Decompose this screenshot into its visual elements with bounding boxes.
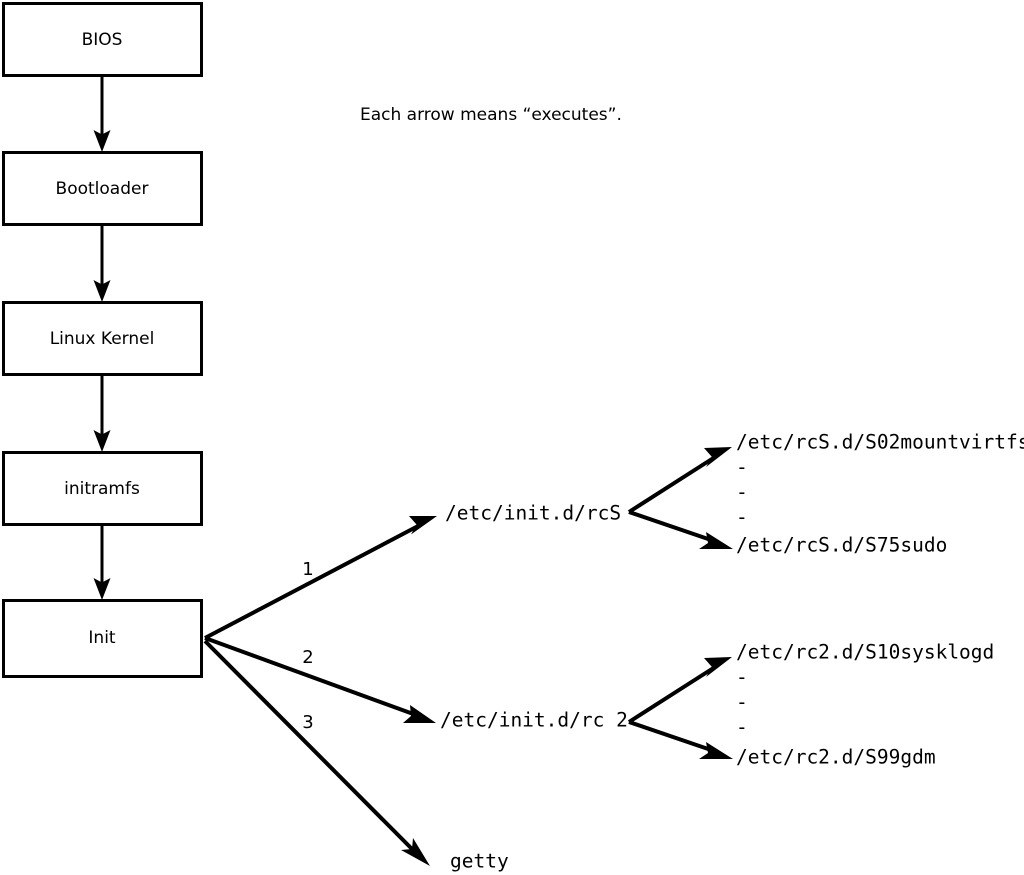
label-getty: getty — [450, 850, 509, 873]
linux-kernel-box[interactable] — [2, 301, 203, 376]
initramfs-label: initramfs — [64, 479, 140, 499]
branch-number-3: 3 — [302, 712, 313, 733]
arrow-initramfs-to-init — [93, 525, 111, 600]
arrowhead — [704, 657, 732, 677]
rcs-ellipsis-dash-1: - — [736, 456, 748, 479]
arrowhead — [401, 838, 430, 866]
initramfs-box[interactable] — [2, 451, 203, 526]
arrow-rc2-to-first-script — [627, 657, 732, 724]
arrowhead — [93, 130, 111, 152]
arrow-init-branch-2 — [204, 636, 436, 723]
arrowhead — [93, 430, 111, 452]
arrowhead — [93, 578, 111, 600]
init-label: Init — [88, 628, 116, 648]
label-rcs-first-script: /etc/rcS.d/S02mountvirtfs — [736, 431, 1024, 454]
arrowhead — [93, 280, 111, 302]
init-box[interactable] — [2, 599, 203, 678]
node-bootloader[interactable]: Bootloader — [2, 151, 203, 226]
bootloader-box[interactable] — [2, 151, 203, 226]
arrow-rcs-to-last-script — [628, 510, 733, 549]
label-rc2-first-script: /etc/rc2.d/S10sysklogd — [736, 641, 994, 664]
rcs-ellipsis-dash-2: - — [736, 481, 748, 504]
node-initramfs[interactable]: initramfs — [2, 451, 203, 526]
label-init-rc2: /etc/init.d/rc 2 — [440, 709, 628, 732]
branch-number-1: 1 — [302, 559, 313, 580]
arrowhead — [699, 742, 733, 759]
rc2-ellipsis-dash-1: - — [736, 666, 748, 689]
diagram-caption: Each arrow means “executes”. — [360, 105, 622, 125]
label-rcs-last-script: /etc/rcS.d/S75sudo — [736, 534, 947, 557]
arrow-kernel-to-initramfs — [93, 375, 111, 452]
arrowhead — [409, 516, 437, 535]
label-rc2-last-script: /etc/rc2.d/S99gdm — [736, 746, 936, 769]
linux-kernel-label: Linux Kernel — [50, 329, 155, 349]
arrowhead — [704, 447, 732, 467]
rc2-ellipsis-dash-2: - — [736, 691, 748, 714]
arrowhead — [699, 532, 733, 549]
arrow-bios-to-bootloader — [93, 76, 111, 152]
arrow-rcs-to-first-script — [627, 447, 732, 514]
node-init[interactable]: Init — [2, 599, 203, 678]
label-init-rcs: /etc/init.d/rcS — [445, 502, 621, 525]
arrow-rc2-to-last-script — [628, 720, 733, 759]
node-linux-kernel[interactable]: Linux Kernel — [2, 301, 203, 376]
rc2-ellipsis-dash-3: - — [736, 716, 748, 739]
rcs-ellipsis-dash-3: - — [736, 506, 748, 529]
arrow-init-branch-3 — [203, 639, 430, 866]
arrowhead — [403, 705, 436, 723]
bios-label: BIOS — [82, 30, 123, 50]
node-bios[interactable]: BIOS — [2, 2, 203, 77]
branch-number-2: 2 — [302, 647, 313, 668]
arrow-bootloader-to-kernel — [93, 225, 111, 302]
bios-box[interactable] — [2, 2, 203, 77]
bootloader-label: Bootloader — [56, 179, 149, 199]
arrow-init-branch-1 — [204, 516, 437, 640]
